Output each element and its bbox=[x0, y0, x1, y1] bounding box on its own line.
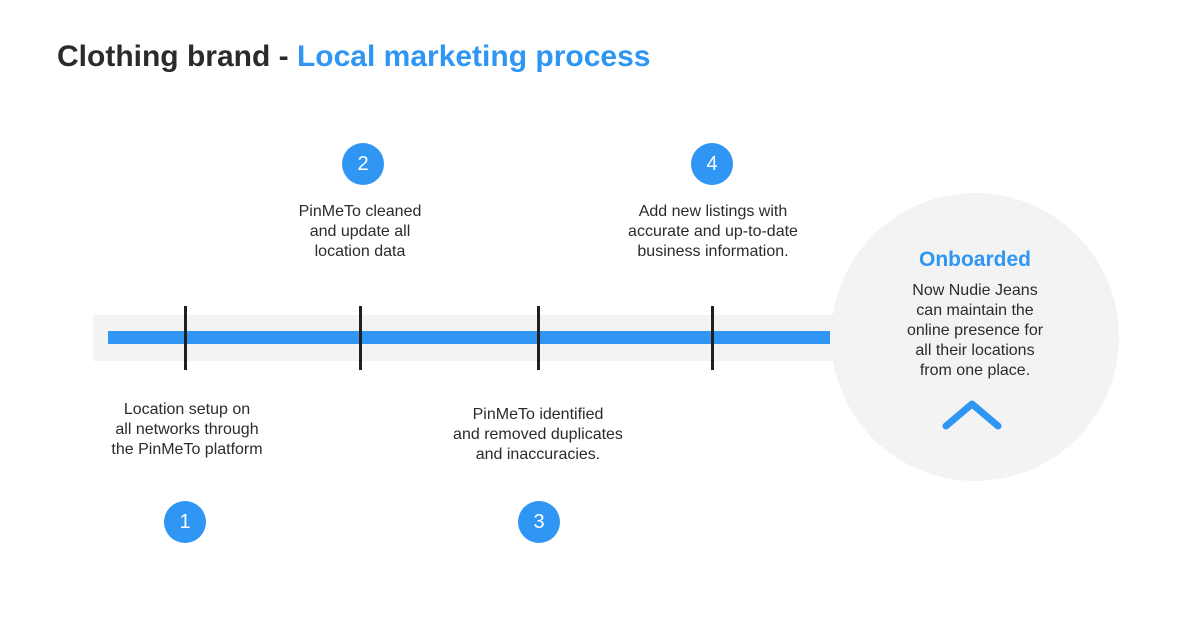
step-3-number: 3 bbox=[518, 501, 560, 543]
step-4-description: Add new listings with accurate and up-to… bbox=[593, 202, 833, 262]
step-3-line: and inaccuracies. bbox=[475, 446, 601, 463]
step-2-description: PinMeTo cleaned and update all location … bbox=[240, 202, 480, 262]
onboarded-line: can maintain the bbox=[916, 302, 1034, 319]
timeline-tick-3 bbox=[537, 306, 540, 370]
onboarded-line: from one place. bbox=[919, 362, 1031, 379]
step-1-description: Location setup on all networks through t… bbox=[67, 400, 307, 460]
step-3-line: and removed duplicates bbox=[453, 426, 623, 443]
onboarded-title: Onboarded bbox=[918, 248, 1031, 271]
step-4-line: accurate and up-to-date bbox=[628, 223, 798, 240]
step-2-line: location data bbox=[314, 243, 406, 260]
page-title: Clothing brand - Local marketing process bbox=[57, 40, 650, 74]
timeline-tick-4 bbox=[711, 306, 714, 370]
step-2-line: and update all bbox=[309, 223, 411, 240]
chevron-up-icon bbox=[942, 400, 1002, 430]
step-3-description: PinMeTo identified and removed duplicate… bbox=[418, 405, 658, 465]
step-1-line: Location setup on bbox=[123, 401, 251, 418]
step-4-number: 4 bbox=[691, 143, 733, 185]
timeline-tick-2 bbox=[359, 306, 362, 370]
step-2-number: 2 bbox=[342, 143, 384, 185]
title-highlight: Local marketing process bbox=[296, 40, 651, 73]
step-3-line: PinMeTo identified bbox=[472, 406, 604, 423]
onboarded-description: Now Nudie Jeans can maintain the online … bbox=[855, 281, 1095, 381]
onboarded-line: all their locations bbox=[915, 342, 1035, 359]
onboarded-line: online presence for bbox=[906, 322, 1044, 339]
step-1-line: all networks through bbox=[115, 421, 259, 438]
step-1-number: 1 bbox=[164, 501, 206, 543]
step-4-line: business information. bbox=[637, 243, 789, 260]
onboarded-line: Now Nudie Jeans bbox=[912, 282, 1038, 299]
title-prefix: Clothing brand - bbox=[57, 40, 297, 73]
timeline-bar bbox=[108, 331, 830, 344]
step-1-line: the PinMeTo platform bbox=[111, 441, 263, 458]
onboarded-circle: Onboarded Now Nudie Jeans can maintain t… bbox=[831, 193, 1119, 481]
step-4-line: Add new listings with bbox=[638, 203, 788, 220]
timeline-tick-1 bbox=[184, 306, 187, 370]
step-2-line: PinMeTo cleaned bbox=[298, 203, 422, 220]
